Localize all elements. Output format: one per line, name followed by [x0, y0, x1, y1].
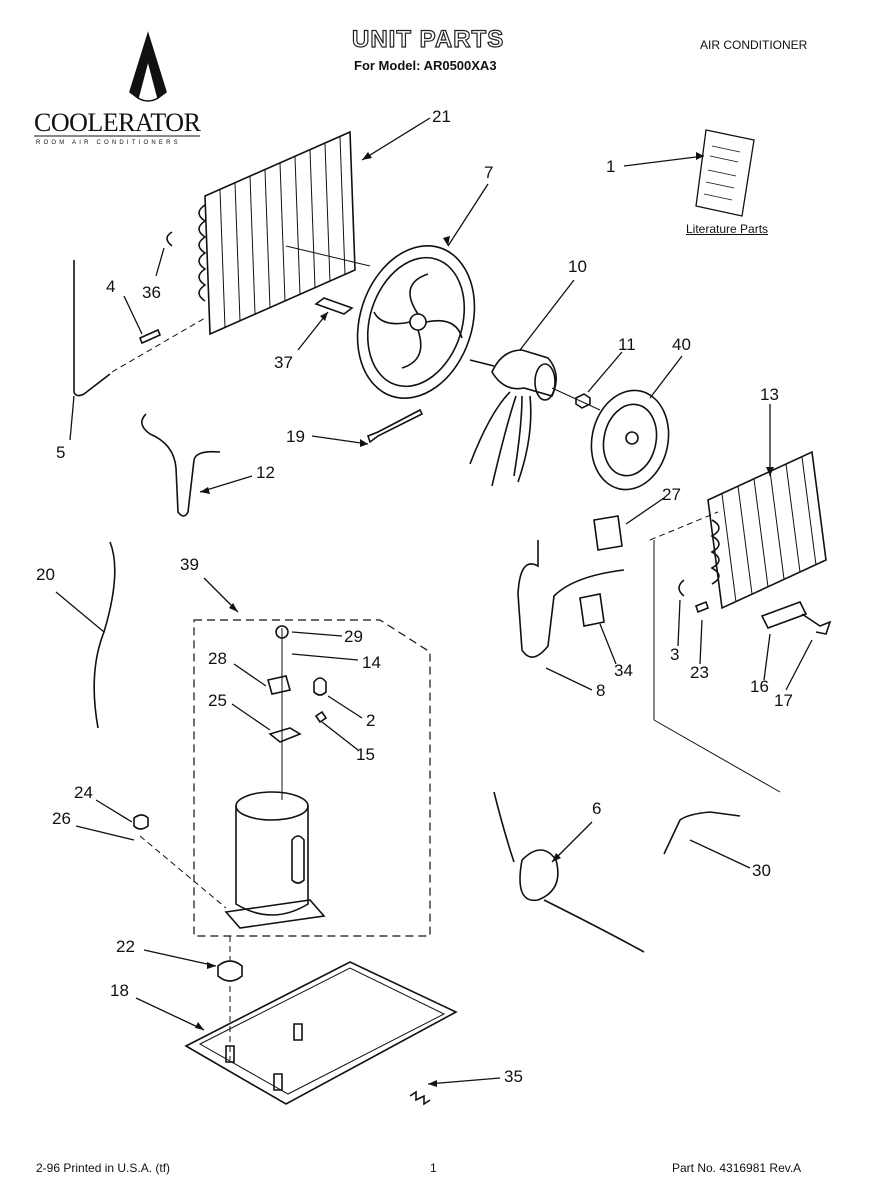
callout-24: 24 — [74, 783, 93, 802]
strap-19 — [367, 408, 424, 444]
callout-16: 16 — [750, 677, 769, 696]
callout-39: 39 — [180, 555, 199, 574]
wire-harness — [93, 541, 116, 729]
pad-27 — [593, 515, 623, 551]
callout-13: 13 — [760, 385, 779, 404]
callout-26: 26 — [52, 809, 71, 828]
callout-21: 21 — [432, 107, 451, 126]
callout-40: 40 — [672, 335, 691, 354]
grommet-22 — [217, 960, 243, 982]
clip-36 — [166, 231, 173, 247]
callout-17: 17 — [774, 691, 793, 710]
footer-part-number: Part No. 4316981 Rev.A — [672, 1161, 802, 1175]
callout-34: 34 — [614, 661, 633, 680]
callout-36: 36 — [142, 283, 161, 302]
brand-tagline: ROOM AIR CONDITIONERS — [36, 140, 181, 146]
footer-print-info: 2-96 Printed in U.S.A. (tf) — [36, 1161, 171, 1175]
callout-37: 37 — [274, 353, 293, 372]
literature-booklet — [695, 129, 755, 217]
callout-30: 30 — [752, 861, 771, 880]
callout-8: 8 — [596, 681, 606, 700]
callout-27: 27 — [662, 485, 681, 504]
brand-name: COOLERATOR — [34, 108, 201, 137]
callout-22: 22 — [116, 937, 135, 956]
fan-motor — [469, 349, 557, 487]
callout-23: 23 — [690, 663, 709, 682]
compressor-group-outline — [193, 619, 431, 937]
part-35 — [409, 1090, 431, 1106]
part-4 — [138, 328, 162, 345]
literature-parts-label: Literature Parts — [686, 222, 769, 236]
callout-4: 4 — [106, 277, 116, 296]
part-23 — [695, 600, 709, 614]
callout-2: 2 — [366, 711, 376, 730]
nut-11 — [575, 393, 591, 409]
tube-12 — [141, 413, 221, 517]
compressor — [224, 791, 326, 929]
callout-25: 25 — [208, 691, 227, 710]
callout-12: 12 — [256, 463, 275, 482]
callout-3: 3 — [670, 645, 680, 664]
callout-11: 11 — [618, 335, 636, 354]
tube-30 — [663, 811, 741, 855]
tube-8 — [517, 540, 625, 658]
coil-6 — [493, 791, 645, 953]
clip-3 — [678, 579, 685, 597]
condenser-coil — [198, 130, 356, 336]
bracket-16 — [760, 601, 808, 629]
callout-28: 28 — [208, 649, 227, 668]
callout-20: 20 — [36, 565, 55, 584]
pad-34 — [579, 593, 605, 627]
footer-page-number: 1 — [430, 1161, 437, 1175]
callout-6: 6 — [592, 799, 602, 818]
callout-5: 5 — [56, 443, 66, 462]
callout-35: 35 — [504, 1067, 523, 1086]
base-pan — [184, 961, 458, 1105]
part-37 — [314, 297, 354, 315]
callout-10: 10 — [568, 257, 587, 276]
grommet-24 — [133, 814, 149, 830]
page-title: UNIT PARTS — [351, 25, 505, 53]
callout-15: 15 — [356, 745, 375, 764]
callout-19: 19 — [286, 427, 305, 446]
brand-logo-mark — [129, 31, 167, 102]
callout-29: 29 — [344, 627, 363, 646]
model-subtitle: For Model: AR0500XA3 — [354, 58, 497, 73]
document-type: AIR CONDITIONER — [700, 38, 808, 52]
callout-14: 14 — [362, 653, 381, 672]
callout-1: 1 — [606, 157, 616, 176]
callout-7: 7 — [484, 163, 494, 182]
capillary-tube — [73, 260, 111, 397]
arrow-17 — [801, 613, 832, 635]
evaporator-coil — [707, 450, 827, 610]
blower-wheel — [590, 389, 670, 491]
fan-shroud — [356, 245, 476, 399]
callout-18: 18 — [110, 981, 129, 1000]
